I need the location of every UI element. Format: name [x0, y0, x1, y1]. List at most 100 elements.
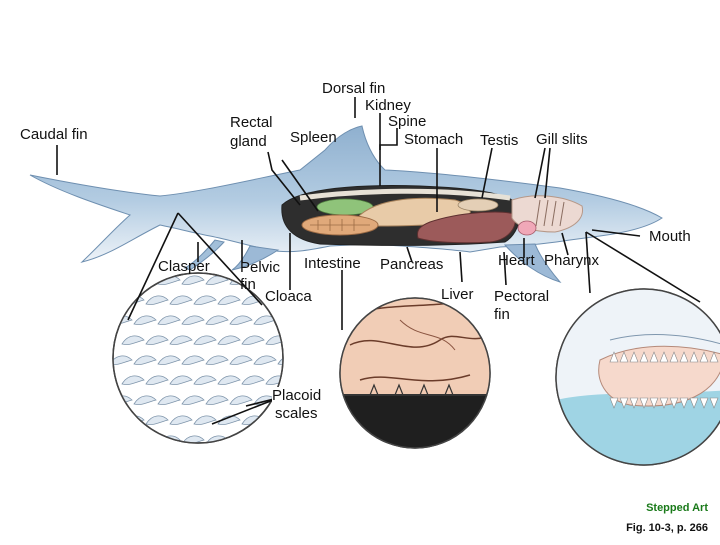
placoid-scale	[277, 435, 283, 443]
tooth	[619, 397, 629, 409]
heart-organ	[517, 220, 537, 236]
tooth	[649, 397, 659, 409]
label-mouth: Mouth	[649, 228, 691, 245]
tooth	[639, 397, 649, 409]
label-rectal-gland-line1: Rectal	[230, 114, 273, 131]
placoid-scale	[169, 295, 193, 305]
leader-lines	[56, 97, 701, 425]
tooth	[629, 397, 639, 409]
label-caudal-fin: Caudal fin	[20, 126, 88, 143]
label-spleen: Spleen	[290, 129, 337, 146]
placoid-scale	[205, 395, 229, 405]
placoid-scale	[133, 395, 157, 405]
placoid-scale	[157, 395, 181, 405]
pelvic-fin-shape	[231, 245, 280, 271]
placoid-scale	[217, 415, 241, 425]
tooth	[639, 351, 649, 363]
tooth	[619, 351, 629, 363]
tooth	[679, 397, 689, 409]
placoid-scale	[169, 375, 193, 385]
tooth	[669, 397, 679, 409]
placoid-scale	[290, 336, 312, 345]
label-intestine: Intestine	[304, 255, 361, 272]
tooth	[699, 351, 709, 363]
placoid-scale	[229, 315, 253, 325]
placoid-scale	[229, 435, 253, 443]
label-dorsal-fin: Dorsal fin	[322, 80, 386, 97]
placoid-scale	[253, 275, 277, 285]
placoid-scale	[169, 415, 193, 425]
placoid-scale	[193, 295, 217, 305]
placoid-scale	[205, 355, 229, 365]
label-kidney: Kidney	[365, 97, 411, 114]
tooth	[689, 351, 699, 363]
placoid-scale	[277, 315, 283, 325]
placoid-scale	[241, 335, 265, 345]
label-pharynx: Pharynx	[544, 252, 600, 269]
label-cloaca: Cloaca	[265, 288, 312, 305]
placoid-scale	[229, 395, 253, 405]
placoid-scale	[145, 335, 169, 345]
spine-organ	[299, 188, 511, 201]
placoid-scale	[169, 335, 193, 345]
placoid-scale	[121, 375, 145, 385]
mouth-magnifier	[555, 288, 720, 466]
placoid-scale	[133, 355, 157, 365]
clasper-shape	[183, 239, 225, 271]
stepped-art-label: Stepped Art	[646, 502, 708, 514]
placoid-scale	[157, 315, 181, 325]
placoid-scale	[145, 295, 169, 305]
label-gill-slits: Gill slits	[536, 131, 588, 148]
label-pelvic-fin-line1: Pelvic	[240, 259, 281, 276]
placoid-scale	[113, 355, 133, 365]
tooth	[669, 351, 679, 363]
placoid-scale	[290, 376, 312, 385]
tooth	[659, 351, 669, 363]
tooth	[699, 397, 709, 409]
placoid-scale	[277, 275, 283, 285]
figure-reference: Fig. 10-3, p. 266	[626, 522, 708, 534]
pectoral-fin-shape	[503, 243, 562, 283]
placoid-scale	[253, 355, 277, 365]
label-pelvic-fin-line2: fin	[240, 276, 256, 293]
placoid-scale	[157, 355, 181, 365]
placoid-scale	[121, 335, 145, 345]
label-pancreas: Pancreas	[380, 256, 444, 273]
cloaca-magnifier	[339, 297, 491, 449]
label-testis: Testis	[480, 132, 519, 149]
label-pectoral-fin-line1: Pectoral	[494, 288, 550, 305]
gill-slit-marks	[535, 199, 565, 227]
label-spine: Spine	[388, 113, 427, 130]
placoid-scale	[181, 355, 205, 365]
placoid-scale	[181, 275, 205, 285]
tooth	[709, 351, 719, 363]
tooth	[679, 351, 689, 363]
placoid-scale	[217, 295, 241, 305]
placoid-scale	[181, 395, 205, 405]
tooth	[689, 397, 699, 409]
tooth	[629, 351, 639, 363]
tooth	[609, 397, 619, 409]
tooth	[659, 397, 669, 409]
body-cavity	[281, 185, 584, 246]
label-clasper: Clasper	[158, 258, 210, 275]
placoid-scale	[217, 375, 241, 385]
placoid-scale	[229, 355, 253, 365]
placoid-scale	[145, 375, 169, 385]
placoid-scale	[193, 375, 217, 385]
placoid-scale	[133, 435, 157, 443]
tooth	[649, 351, 659, 363]
label-stomach: Stomach	[404, 131, 464, 148]
label-heart: Heart	[498, 252, 535, 269]
placoid-scale	[217, 335, 241, 345]
placoid-scale	[205, 315, 229, 325]
placoid-scale	[193, 415, 217, 425]
tooth	[609, 351, 619, 363]
label-pectoral-fin-line2: fin	[494, 306, 510, 323]
placoid-scale	[193, 335, 217, 345]
testis-organ	[457, 198, 499, 212]
placoid-scale	[113, 435, 133, 443]
placoid-scale	[241, 375, 265, 385]
